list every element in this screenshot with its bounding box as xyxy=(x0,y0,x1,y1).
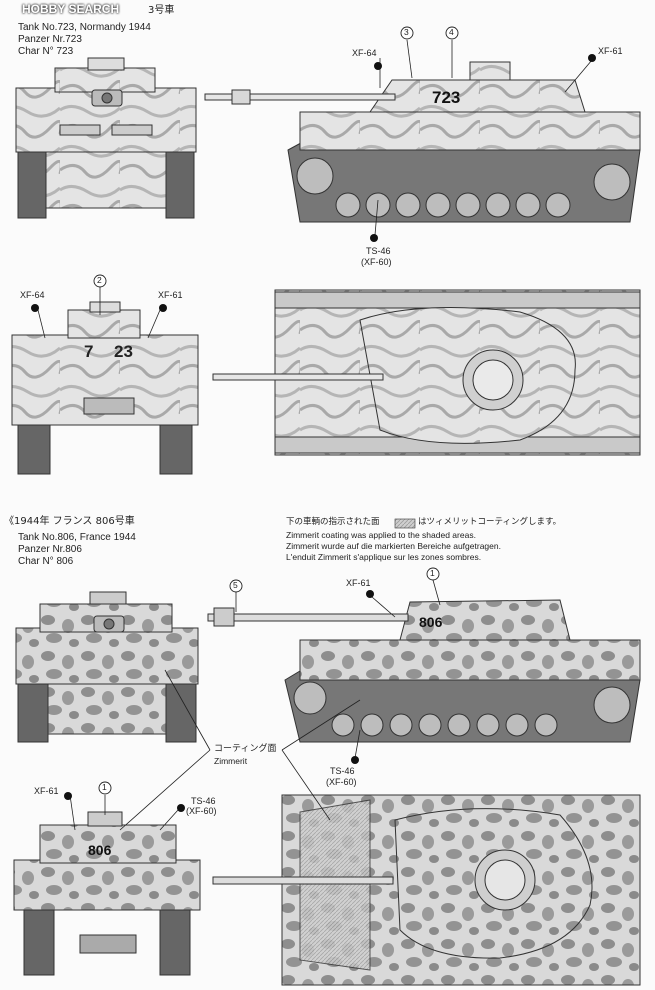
paint-xf61-rear-723: XF-61 xyxy=(158,290,183,300)
tank806-rear-view xyxy=(13,811,201,976)
tank723-caption-jp: 3号車 xyxy=(148,5,175,16)
note-en: Zimmerit coating was applied to the shad… xyxy=(286,530,476,540)
tank723-side-view xyxy=(204,61,641,223)
turret-number-723-left: 7 xyxy=(84,342,94,361)
hull-number-723: 723 xyxy=(432,88,461,107)
leader-lines xyxy=(37,39,593,831)
note-jp-b: はツィメリットコーティングします。 xyxy=(418,517,562,527)
paint-drop-markers xyxy=(31,54,596,812)
callout-3: 3 xyxy=(404,27,409,37)
tank723-top-view xyxy=(212,289,641,456)
note-de: Zimmerit wurde auf die markierten Bereic… xyxy=(286,541,501,551)
paint-xf60-806: (XF-60) xyxy=(326,777,357,787)
paint-ts46-rear-806: TS-46 xyxy=(191,796,216,806)
hull-number-806-rear: 806 xyxy=(88,842,112,858)
callout-2: 2 xyxy=(97,275,102,285)
paint-ts46-723: TS-46 xyxy=(366,246,391,256)
tank806-top-view xyxy=(212,794,641,986)
tank806-caption-jp: 《1944年 フランス 806号車 xyxy=(4,516,135,527)
paint-xf64-side-723: XF-64 xyxy=(352,48,377,58)
note-fr: L'enduit Zimmerit s'applique sur les zon… xyxy=(286,552,482,562)
callout-5: 5 xyxy=(233,580,238,590)
paint-xf60-723: (XF-60) xyxy=(361,257,392,267)
tank806-front-view xyxy=(15,591,199,743)
paint-xf61-side-723: XF-61 xyxy=(598,46,623,56)
note-jp-a: 下の車輌の指示された面 xyxy=(286,517,380,527)
tank806-caption-de: Panzer Nr.806 xyxy=(18,544,82,555)
callout-4: 4 xyxy=(449,27,454,37)
tank723-caption-de: Panzer Nr.723 xyxy=(18,34,82,45)
tank723-front-view xyxy=(15,57,197,219)
tank723-caption-en: Tank No.723, Normandy 1944 xyxy=(18,22,151,33)
zimmerit-label-en: Zimmerit xyxy=(214,756,248,766)
paint-xf61-side-806: XF-61 xyxy=(346,578,371,588)
callout-1-side: 1 xyxy=(430,568,435,578)
tank723-rear-view xyxy=(11,301,199,475)
tank806-side-view xyxy=(207,599,641,743)
tank723-caption-fr: Char N° 723 xyxy=(18,46,74,57)
watermark-brand: HOBBY SEARCH xyxy=(22,2,120,16)
turret-number-723-right: 23 xyxy=(114,342,133,361)
callout-circles xyxy=(93,26,459,795)
hull-number-806-side: 806 xyxy=(419,614,443,630)
tank806-caption-fr: Char N° 806 xyxy=(18,556,74,567)
paint-xf64-rear-723: XF-64 xyxy=(20,290,45,300)
callout-1-rear: 1 xyxy=(102,782,107,792)
paint-xf61-rear-806: XF-61 xyxy=(34,786,59,796)
paint-ts46-806: TS-46 xyxy=(330,766,355,776)
tank806-caption-en: Tank No.806, France 1944 xyxy=(18,532,136,543)
paint-xf60-rear-806: (XF-60) xyxy=(186,806,217,816)
zimmerit-label-jp: コーティング面 xyxy=(214,744,277,754)
zimmerit-swatch xyxy=(394,518,416,529)
